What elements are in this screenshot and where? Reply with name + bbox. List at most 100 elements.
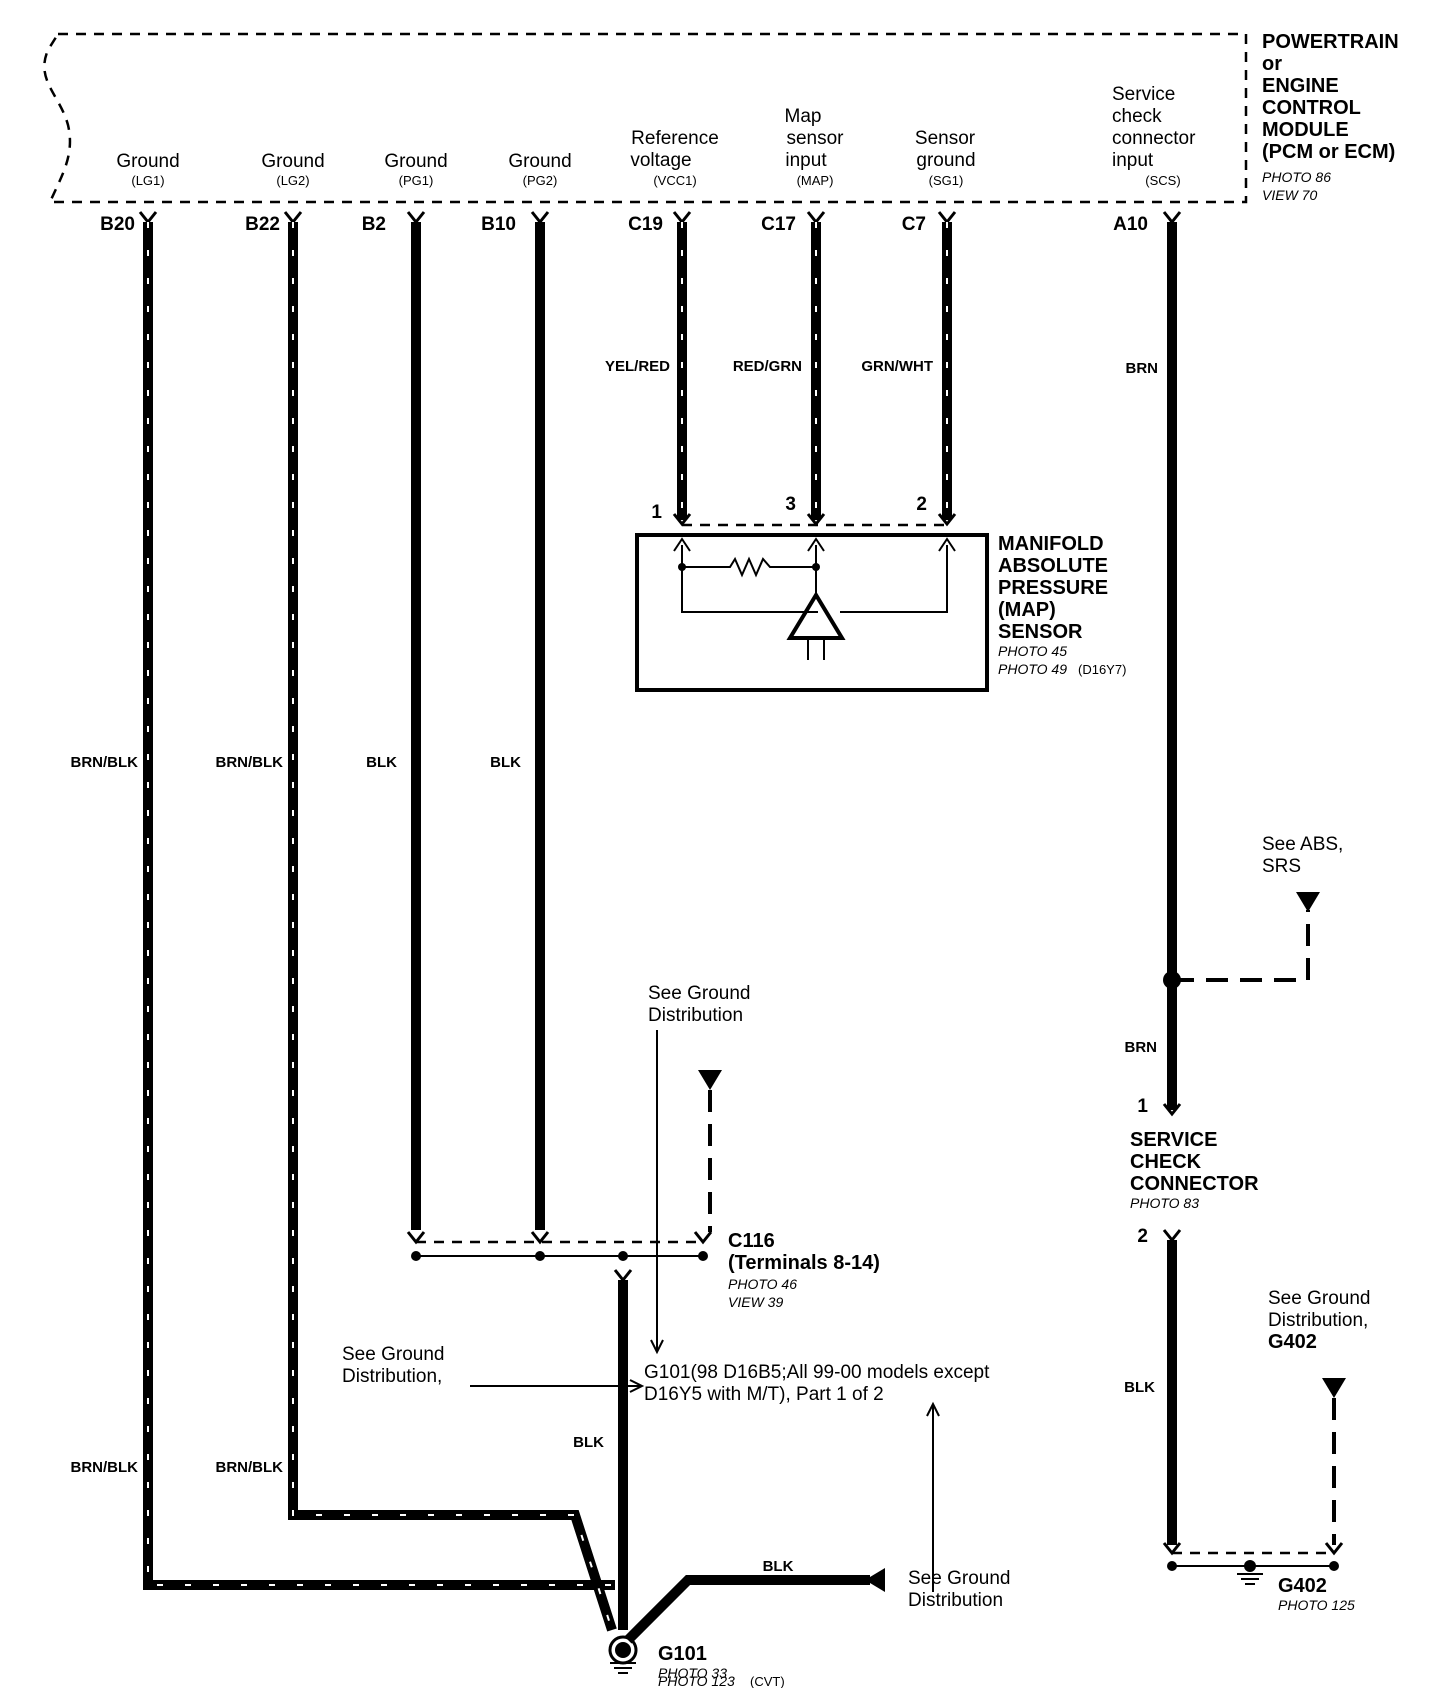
pin-a10: A10 xyxy=(1113,214,1148,235)
scc-title: SERVICE CHECK CONNECTOR xyxy=(1130,1129,1259,1195)
terminal-c19-label1: Reference xyxy=(631,128,719,149)
terminal-b22-code: (LG2) xyxy=(276,173,309,188)
module-view: VIEW 70 xyxy=(1262,187,1317,203)
abs-srs-arrow-icon xyxy=(1296,892,1320,912)
terminal-c17-label1: Map xyxy=(785,106,822,127)
c116-photo: PHOTO 46 xyxy=(728,1276,797,1292)
terminal-a10-code: (SCS) xyxy=(1145,173,1180,188)
wire-a10-color-top: BRN xyxy=(1126,360,1159,377)
g101-photo-note: (CVT) xyxy=(750,1674,785,1688)
terminal-b2-code: (PG1) xyxy=(399,173,434,188)
pcm-ecm-module xyxy=(43,32,1248,204)
pin-b22: B22 xyxy=(245,214,280,235)
wire-c19-color: YEL/RED xyxy=(605,358,670,375)
g101-note-line-1: G101(98 D16B5;All 99-00 models except xyxy=(644,1362,990,1383)
wire-b10-color: BLK xyxy=(490,754,521,771)
map-pin-2: 2 xyxy=(916,494,927,515)
map-sensor-photo-note: (D16Y7) xyxy=(1078,662,1126,677)
wire-c17-color: RED/GRN xyxy=(733,358,802,375)
wire-b22-color-bottom: BRN/BLK xyxy=(216,1459,284,1476)
map-sensor-title: MANIFOLD ABSOLUTE PRESSURE (MAP) SENSOR xyxy=(998,533,1114,643)
wire-c7-color: GRN/WHT xyxy=(861,358,933,375)
pin-c17: C17 xyxy=(761,214,796,235)
scc-photo: PHOTO 83 xyxy=(1130,1195,1199,1211)
ref-ground-dist-top-2: Distribution xyxy=(648,1005,743,1026)
terminal-a10-label1: Service xyxy=(1112,84,1175,105)
c116-ref-arrow-icon xyxy=(698,1070,722,1090)
g402-name: G402 xyxy=(1278,1575,1327,1597)
wire-c116-g101-color: BLK xyxy=(573,1434,604,1451)
scc-pin-1-icon xyxy=(1162,1103,1182,1117)
terminal-c17-label2: sensor xyxy=(786,128,844,149)
resistor-icon xyxy=(682,556,816,578)
terminal-c7-label1: Sensor xyxy=(915,128,976,149)
scc-pin-2-icon xyxy=(1162,1229,1182,1243)
wire-b20 xyxy=(143,222,615,1590)
wire-a10-color-bottom: BRN xyxy=(1125,1039,1158,1056)
terminal-b10-code: (PG2) xyxy=(523,173,558,188)
pin-b2: B2 xyxy=(362,214,386,235)
ref-ground-dist-bottom-2: Distribution xyxy=(908,1590,1003,1611)
ref-ground-dist-left-1: See Ground xyxy=(342,1344,444,1365)
wire-g101-right-color: BLK xyxy=(763,1558,794,1575)
wire-b22 xyxy=(288,222,617,1632)
g402-photo: PHOTO 125 xyxy=(1278,1597,1355,1613)
map-sensor-box xyxy=(635,533,989,692)
terminal-c17-code: (MAP) xyxy=(797,173,834,188)
wire-scc-g402-color: BLK xyxy=(1124,1379,1155,1396)
wire-b22-color-top: BRN/BLK xyxy=(216,754,284,771)
terminal-b20-code: (LG1) xyxy=(131,173,164,188)
c116-terminals: (Terminals 8-14) xyxy=(728,1252,880,1274)
terminal-c19-label2: voltage xyxy=(630,150,691,171)
ref-g402-2: Distribution, xyxy=(1268,1310,1368,1331)
pin-c7: C7 xyxy=(902,214,926,235)
ref-ground-dist-bottom-1: See Ground xyxy=(908,1568,1010,1589)
scc-pin-2: 2 xyxy=(1137,1226,1148,1247)
terminal-c19-code: (VCC1) xyxy=(653,173,696,188)
ref-g402-3: G402 xyxy=(1268,1331,1317,1353)
g402-ground-icon xyxy=(1237,1573,1263,1585)
wire-b20-color-bottom: BRN/BLK xyxy=(71,1459,139,1476)
pin-c19: C19 xyxy=(628,214,663,235)
pin-labels: B20 B22 B2 B10 C19 C17 C7 A10 xyxy=(100,214,1148,235)
terminal-a10-label3: connector xyxy=(1112,128,1196,149)
pin-b10: B10 xyxy=(481,214,516,235)
terminal-c7-code: (SG1) xyxy=(929,173,964,188)
map-sensor-photo-1: PHOTO 45 xyxy=(998,643,1067,659)
g101-photo-1: PHOTO 33 xyxy=(658,1665,727,1681)
wire-g101-right xyxy=(624,1575,870,1644)
g101-right-arrow-icon xyxy=(865,1568,885,1592)
g101-ground-icon xyxy=(608,1635,638,1674)
terminal-b10-label: Ground xyxy=(508,151,571,172)
ref-abs-srs-1: See ABS, xyxy=(1262,834,1343,855)
ref-arrow-bottom-icon xyxy=(926,1401,940,1417)
g402-ref-arrow-icon xyxy=(1322,1378,1346,1398)
g402-connector xyxy=(1162,1542,1344,1585)
map-pin-3: 3 xyxy=(785,494,796,515)
wire-abs-srs xyxy=(1172,910,1310,982)
c116-name: C116 xyxy=(728,1230,775,1252)
ref-g402-1: See Ground xyxy=(1268,1288,1370,1309)
scc-pin-1: 1 xyxy=(1137,1096,1148,1117)
amplifier-icon xyxy=(786,591,846,640)
terminal-b22-label: Ground xyxy=(261,151,324,172)
c116-view: VIEW 39 xyxy=(728,1294,783,1310)
wire-color-labels: BRN/BLK BRN/BLK BRN/BLK BRN/BLK BLK BLK … xyxy=(71,358,1159,1476)
module-outline xyxy=(43,32,1248,204)
g101-name: G101 xyxy=(658,1643,707,1665)
map-sensor: 1 3 2 xyxy=(635,494,989,692)
g101-photo-2: PHOTO 123 xyxy=(658,1673,735,1688)
c116-connector xyxy=(406,1231,713,1283)
module-title: POWERTRAIN or ENGINE CONTROL MODULE (PCM… xyxy=(1262,31,1404,163)
terminal-a10-label4: input xyxy=(1112,150,1154,171)
wire-b20-color-top: BRN/BLK xyxy=(71,754,139,771)
g101-note-line-2: D16Y5 with M/T), Part 1 of 2 xyxy=(644,1384,884,1405)
terminal-c17-label3: input xyxy=(785,150,827,171)
terminal-b2-label: Ground xyxy=(384,151,447,172)
ref-ground-dist-top-1: See Ground xyxy=(648,983,750,1004)
ref-abs-srs-2: SRS xyxy=(1262,856,1301,877)
module-photo: PHOTO 86 xyxy=(1262,169,1331,185)
terminal-labels: Ground (LG1) Ground (LG2) Ground (PG1) G… xyxy=(116,84,1196,188)
map-sensor-photo-2: PHOTO 49 xyxy=(998,661,1067,677)
